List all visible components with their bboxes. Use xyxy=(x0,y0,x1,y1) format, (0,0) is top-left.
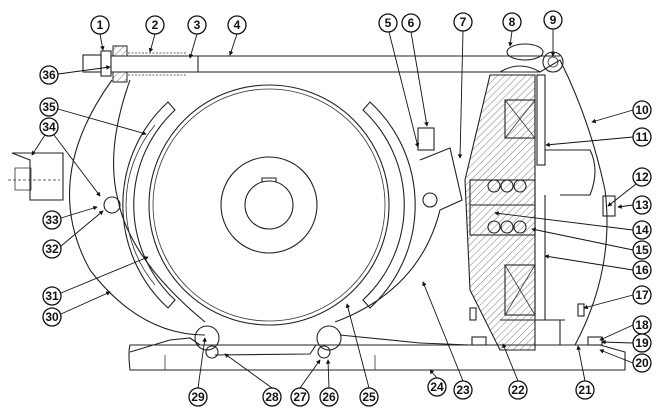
callout-1: 1 xyxy=(90,15,110,35)
callout-7: 7 xyxy=(453,12,473,32)
callout-19: 19 xyxy=(632,333,652,353)
callout-30: 30 xyxy=(42,307,62,327)
pull-rod xyxy=(82,45,560,83)
callout-34: 34 xyxy=(39,117,59,137)
left-brake-arm xyxy=(68,79,342,359)
callout-label: 7 xyxy=(460,15,467,29)
callout-15: 15 xyxy=(632,240,652,260)
callout-label: 10 xyxy=(635,103,649,117)
callout-label: 28 xyxy=(265,390,279,404)
callout-14: 14 xyxy=(632,220,652,240)
callout-label: 13 xyxy=(635,198,649,212)
callout-label: 14 xyxy=(635,223,649,237)
callout-36: 36 xyxy=(39,65,59,85)
callout-21: 21 xyxy=(575,380,595,400)
callout-label: 27 xyxy=(293,390,307,404)
callout-32: 32 xyxy=(42,239,62,259)
callout-3: 3 xyxy=(187,15,207,35)
brake-shoes xyxy=(122,101,416,309)
callout-label: 11 xyxy=(636,130,649,144)
callout-label: 34 xyxy=(42,120,56,134)
callout-label: 22 xyxy=(511,383,525,397)
callout-label: 2 xyxy=(152,18,159,32)
callout-label: 1 xyxy=(97,18,104,32)
callout-label: 16 xyxy=(635,263,649,277)
callout-31: 31 xyxy=(42,286,62,306)
callout-label: 23 xyxy=(456,383,470,397)
callout-label: 3 xyxy=(194,18,201,32)
callout-label: 19 xyxy=(635,336,649,350)
callout-4: 4 xyxy=(227,15,247,35)
callout-label: 32 xyxy=(45,242,59,256)
callout-33: 33 xyxy=(42,210,62,230)
callout-label: 4 xyxy=(234,18,241,32)
callout-23: 23 xyxy=(453,380,473,400)
callout-label: 21 xyxy=(578,383,592,397)
callout-label: 15 xyxy=(635,243,649,257)
callout-13: 13 xyxy=(632,195,652,215)
callout-35: 35 xyxy=(39,97,59,117)
callout-leaders xyxy=(31,29,637,389)
callout-label: 18 xyxy=(635,318,649,332)
callout-label: 25 xyxy=(362,390,376,404)
callout-29: 29 xyxy=(188,387,208,407)
callouts: 1 2 3 4 5 6 7 8 9 10 11 12 13 14 15 16 1… xyxy=(39,10,652,407)
callout-label: 29 xyxy=(191,390,205,404)
callout-label: 6 xyxy=(408,16,415,30)
callout-label: 5 xyxy=(385,16,392,30)
callout-27: 27 xyxy=(290,387,310,407)
brake-drum xyxy=(148,84,390,326)
callout-label: 30 xyxy=(45,310,59,324)
callout-label: 35 xyxy=(42,100,56,114)
callout-label: 12 xyxy=(635,170,649,184)
callout-label: 17 xyxy=(635,288,649,302)
callout-22: 22 xyxy=(508,380,528,400)
callout-6: 6 xyxy=(401,13,421,33)
callout-28: 28 xyxy=(262,387,282,407)
callout-17: 17 xyxy=(632,285,652,305)
callout-5: 5 xyxy=(378,13,398,33)
callout-label: 24 xyxy=(430,380,444,394)
callout-9: 9 xyxy=(543,10,563,30)
callout-12: 12 xyxy=(632,167,652,187)
callout-20: 20 xyxy=(632,353,652,373)
callout-25: 25 xyxy=(359,387,379,407)
callout-24: 24 xyxy=(427,377,447,397)
spring xyxy=(128,52,186,76)
right-brake-arm xyxy=(334,127,463,323)
callout-16: 16 xyxy=(632,260,652,280)
callout-26: 26 xyxy=(319,387,339,407)
callout-label: 9 xyxy=(550,13,557,27)
base-plate xyxy=(128,334,626,371)
callout-label: 36 xyxy=(42,68,56,82)
callout-8: 8 xyxy=(502,12,522,32)
detail-inset xyxy=(8,152,64,201)
callout-18: 18 xyxy=(632,315,652,335)
callout-label: 20 xyxy=(635,356,649,370)
callout-label: 26 xyxy=(322,390,336,404)
magnet-frame xyxy=(469,43,616,346)
callout-label: 8 xyxy=(509,15,516,29)
coil-spring xyxy=(487,179,527,234)
callout-label: 31 xyxy=(45,289,59,303)
callout-label: 33 xyxy=(45,213,59,227)
callout-11: 11 xyxy=(632,127,652,147)
callout-2: 2 xyxy=(145,15,165,35)
magnet-housing xyxy=(464,74,536,351)
callout-10: 10 xyxy=(632,100,652,120)
